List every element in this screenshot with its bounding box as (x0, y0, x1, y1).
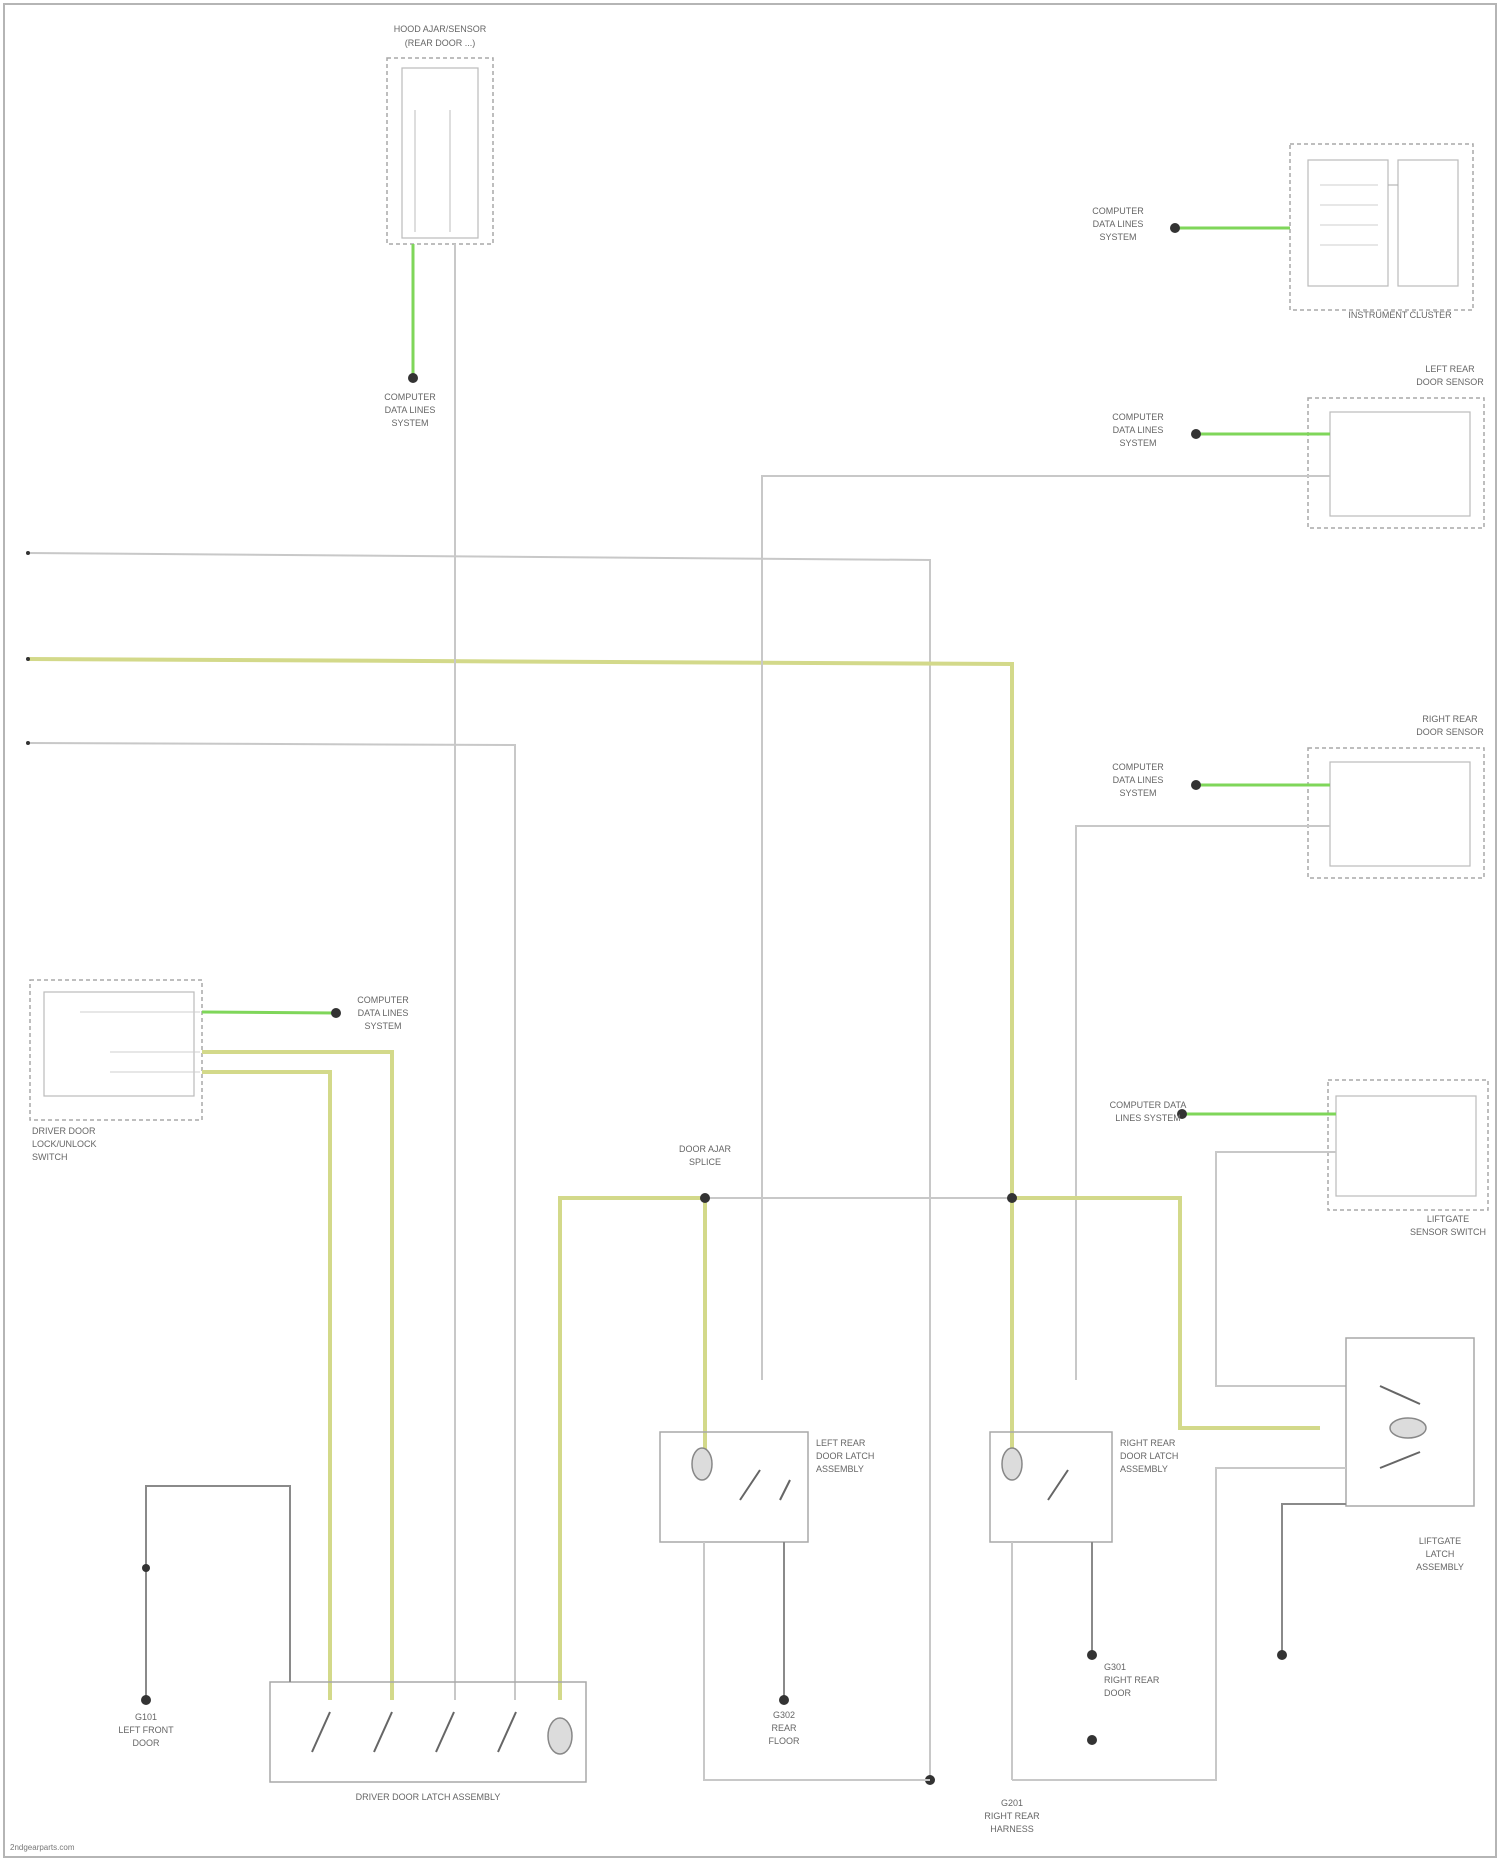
ground-g101-dot (141, 1695, 151, 1705)
lf-sensor-label-1: LEFT REAR (1425, 364, 1475, 374)
liftgate-ajar-wire (1216, 1152, 1346, 1386)
canbus-ic-label-1: COMPUTER (1092, 206, 1144, 216)
hood-sensor-label-2: (REAR DOOR ...) (405, 38, 476, 48)
rf-sensor-label-2: DOOR SENSOR (1416, 727, 1484, 737)
canbus-lf-label-1: COMPUTER (1112, 412, 1164, 422)
g-center-label-3: HARNESS (990, 1824, 1034, 1834)
footer-credit: 2ndgearparts.com (10, 1843, 75, 1852)
canbus-driver-label-3: SYSTEM (364, 1021, 401, 1031)
driver-canbus-wire (202, 1012, 336, 1013)
liftgate-latch-label-2: LATCH (1426, 1549, 1455, 1559)
lf-ajar-wire (762, 476, 1330, 1380)
driver-latch-label: DRIVER DOOR LATCH ASSEMBLY (356, 1792, 501, 1802)
liftgate-sensor-switch: LIFTGATE SENSOR SWITCH (1328, 1080, 1488, 1237)
rr-latch-label-2: DOOR LATCH (1120, 1451, 1178, 1461)
lr-latch-label-3: ASSEMBLY (816, 1464, 864, 1474)
ground-splice-dot (142, 1564, 150, 1572)
liftgate-latch-label-1: LIFTGATE (1419, 1536, 1461, 1546)
ground-splice-dot (1087, 1735, 1097, 1745)
canbus-hood-label-1: COMPUTER (384, 392, 436, 402)
liftgate-latch-wire-c (1012, 1468, 1346, 1780)
bus-end-dot (26, 551, 30, 555)
ground-g301-dot (1087, 1650, 1097, 1660)
splice-node (700, 1193, 710, 1203)
g-left-label-3: DOOR (133, 1738, 161, 1748)
right-rear-door-latch: RIGHT REAR DOOR LATCH ASSEMBLY (990, 1432, 1178, 1542)
bus-end-dot (26, 741, 30, 745)
bus-wire-yellow (28, 659, 1012, 1198)
lr-latch-label-1: LEFT REAR (816, 1438, 866, 1448)
driver-switch-label-2: LOCK/UNLOCK (32, 1139, 97, 1149)
canbus-driver-label-1: COMPUTER (357, 995, 409, 1005)
driver-switch-wire-a (202, 1052, 392, 1700)
liftgate-latch-label-3: ASSEMBLY (1416, 1562, 1464, 1572)
rf-sensor-label-1: RIGHT REAR (1422, 714, 1478, 724)
canbus-ic-label-3: SYSTEM (1099, 232, 1136, 242)
rf-canbus-terminal (1191, 780, 1201, 790)
g-center-label-1: G201 (1001, 1798, 1023, 1808)
liftgate-latch-ground (1282, 1504, 1346, 1655)
splice-node (1007, 1193, 1017, 1203)
canbus-hood-label-2: DATA LINES (385, 405, 436, 415)
canbus-liftgate-label-1: COMPUTER DATA (1110, 1100, 1187, 1110)
splice-feed-wire (560, 1198, 705, 1700)
liftgate-sensor-label-1: LIFTGATE (1427, 1214, 1469, 1224)
rr-latch-label-1: RIGHT REAR (1120, 1438, 1176, 1448)
canbus-lf-label-2: DATA LINES (1113, 425, 1164, 435)
canbus-rf-label-1: COMPUTER (1112, 762, 1164, 772)
canbus-lf-label-3: SYSTEM (1119, 438, 1156, 448)
hood-sensor-label-1: HOOD AJAR/SENSOR (394, 24, 487, 34)
g-right-label-2: RIGHT REAR (1104, 1675, 1160, 1685)
canbus-driver-label-2: DATA LINES (358, 1008, 409, 1018)
canbus-ic-label-2: DATA LINES (1093, 219, 1144, 229)
canbus-rf-label-2: DATA LINES (1113, 775, 1164, 785)
g-rear-label-2: REAR (771, 1723, 797, 1733)
driver-latch-ground-wire (146, 1486, 290, 1700)
instrument-cluster: INSTRUMENT CLUSTER (1290, 144, 1473, 320)
lr-latch-ground-a (704, 1542, 930, 1780)
g-left-label-2: LEFT FRONT (118, 1725, 174, 1735)
g-center-label-2: RIGHT REAR (984, 1811, 1040, 1821)
lf-canbus-terminal (1191, 429, 1201, 439)
driver-door-latch-assembly: DRIVER DOOR LATCH ASSEMBLY (270, 1682, 586, 1802)
diagram-border (4, 4, 1496, 1857)
canbus-rf-label-3: SYSTEM (1119, 788, 1156, 798)
left-rear-door-sensor: LEFT REAR DOOR SENSOR (1308, 364, 1484, 528)
instrument-cluster-label: INSTRUMENT CLUSTER (1348, 310, 1452, 320)
g-rear-label-3: FLOOR (768, 1736, 800, 1746)
driver-switch-wire-b (202, 1072, 330, 1700)
ic-canbus-terminal (1170, 223, 1180, 233)
driver-door-lock-switch: DRIVER DOOR LOCK/UNLOCK SWITCH (30, 980, 202, 1162)
canbus-hood-label-3: SYSTEM (391, 418, 428, 428)
splice-label-2: SPLICE (689, 1157, 721, 1167)
driver-switch-label-3: SWITCH (32, 1152, 68, 1162)
driver-switch-label-1: DRIVER DOOR (32, 1126, 96, 1136)
g-left-label-1: G101 (135, 1712, 157, 1722)
driver-canbus-terminal (331, 1008, 341, 1018)
liftgate-latch-assembly: LIFTGATE LATCH ASSEMBLY (1346, 1338, 1474, 1572)
hood-canbus-terminal (408, 373, 418, 383)
hood-sensor: HOOD AJAR/SENSOR (REAR DOOR ...) (387, 24, 493, 244)
ground-liftgate-dot (1277, 1650, 1287, 1660)
rr-latch-label-3: ASSEMBLY (1120, 1464, 1168, 1474)
liftgate-feed-wire (1012, 1198, 1320, 1428)
ground-g302-dot (779, 1695, 789, 1705)
canbus-liftgate-label-2: LINES SYSTEM (1115, 1113, 1181, 1123)
bus-wire-third (28, 743, 515, 1700)
g-right-label-1: G301 (1104, 1662, 1126, 1672)
bus-end-dot (26, 657, 30, 661)
right-rear-door-sensor: RIGHT REAR DOOR SENSOR (1308, 714, 1484, 878)
lr-latch-label-2: DOOR LATCH (816, 1451, 874, 1461)
left-rear-door-latch: LEFT REAR DOOR LATCH ASSEMBLY (660, 1432, 874, 1542)
bus-wire-top (28, 553, 930, 1780)
g-rear-label-1: G302 (773, 1710, 795, 1720)
g-right-label-3: DOOR (1104, 1688, 1132, 1698)
splice-label-1: DOOR AJAR (679, 1144, 732, 1154)
liftgate-sensor-label-2: SENSOR SWITCH (1410, 1227, 1486, 1237)
lf-sensor-label-2: DOOR SENSOR (1416, 377, 1484, 387)
